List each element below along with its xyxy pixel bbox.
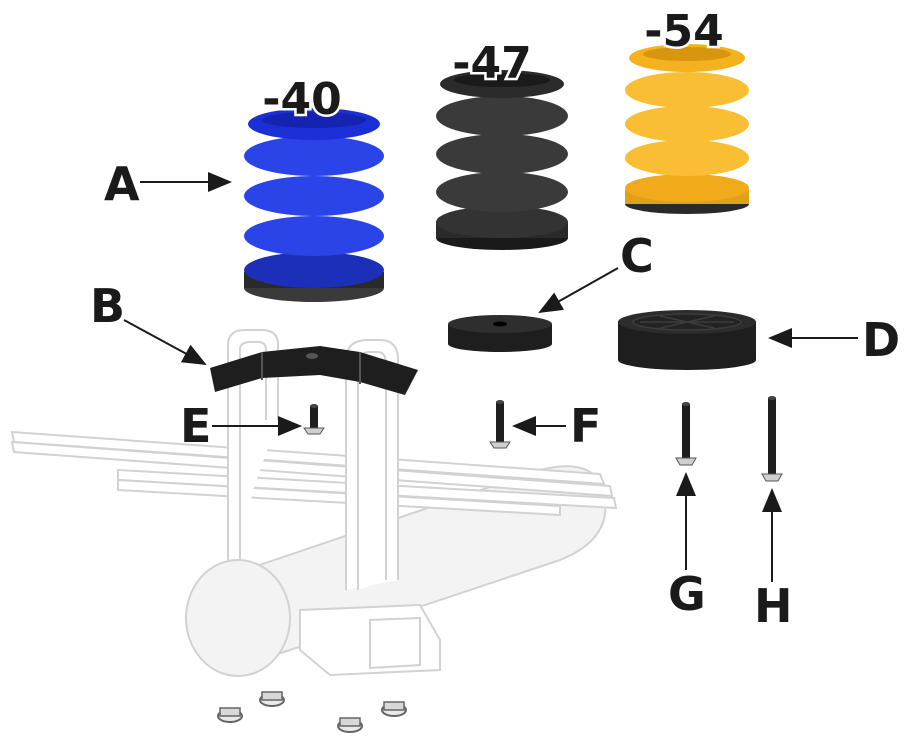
bolt-h [761, 396, 783, 482]
arrow-b [123, 319, 207, 365]
spring-yellow [625, 44, 749, 214]
callout-a: A [104, 157, 140, 211]
spring-black [436, 70, 568, 250]
model-label-yellow: -54 [644, 6, 724, 57]
model-label-blue: -40 [262, 74, 342, 125]
nut-icon [337, 717, 363, 733]
callout-c: C [620, 229, 654, 283]
nut-icon [259, 691, 285, 707]
spacer-d [618, 310, 756, 370]
callout-h: H [754, 579, 793, 633]
ghost-axle-assembly [10, 329, 618, 733]
bolt-e [303, 404, 325, 435]
callout-g: G [668, 567, 706, 621]
arrow-c [538, 267, 619, 313]
bolt-g [675, 402, 697, 466]
callout-f: F [570, 399, 601, 453]
spring-blue-a [244, 108, 384, 302]
callout-e: E [180, 399, 211, 453]
nut-icon [217, 707, 243, 723]
callout-d: D [862, 313, 900, 367]
bracket-b [210, 346, 418, 395]
spacer-c [448, 315, 552, 352]
bolt-f [489, 400, 511, 449]
model-label-black: -47 [452, 38, 532, 89]
nut-icon [381, 701, 407, 717]
callout-b: B [90, 279, 125, 333]
